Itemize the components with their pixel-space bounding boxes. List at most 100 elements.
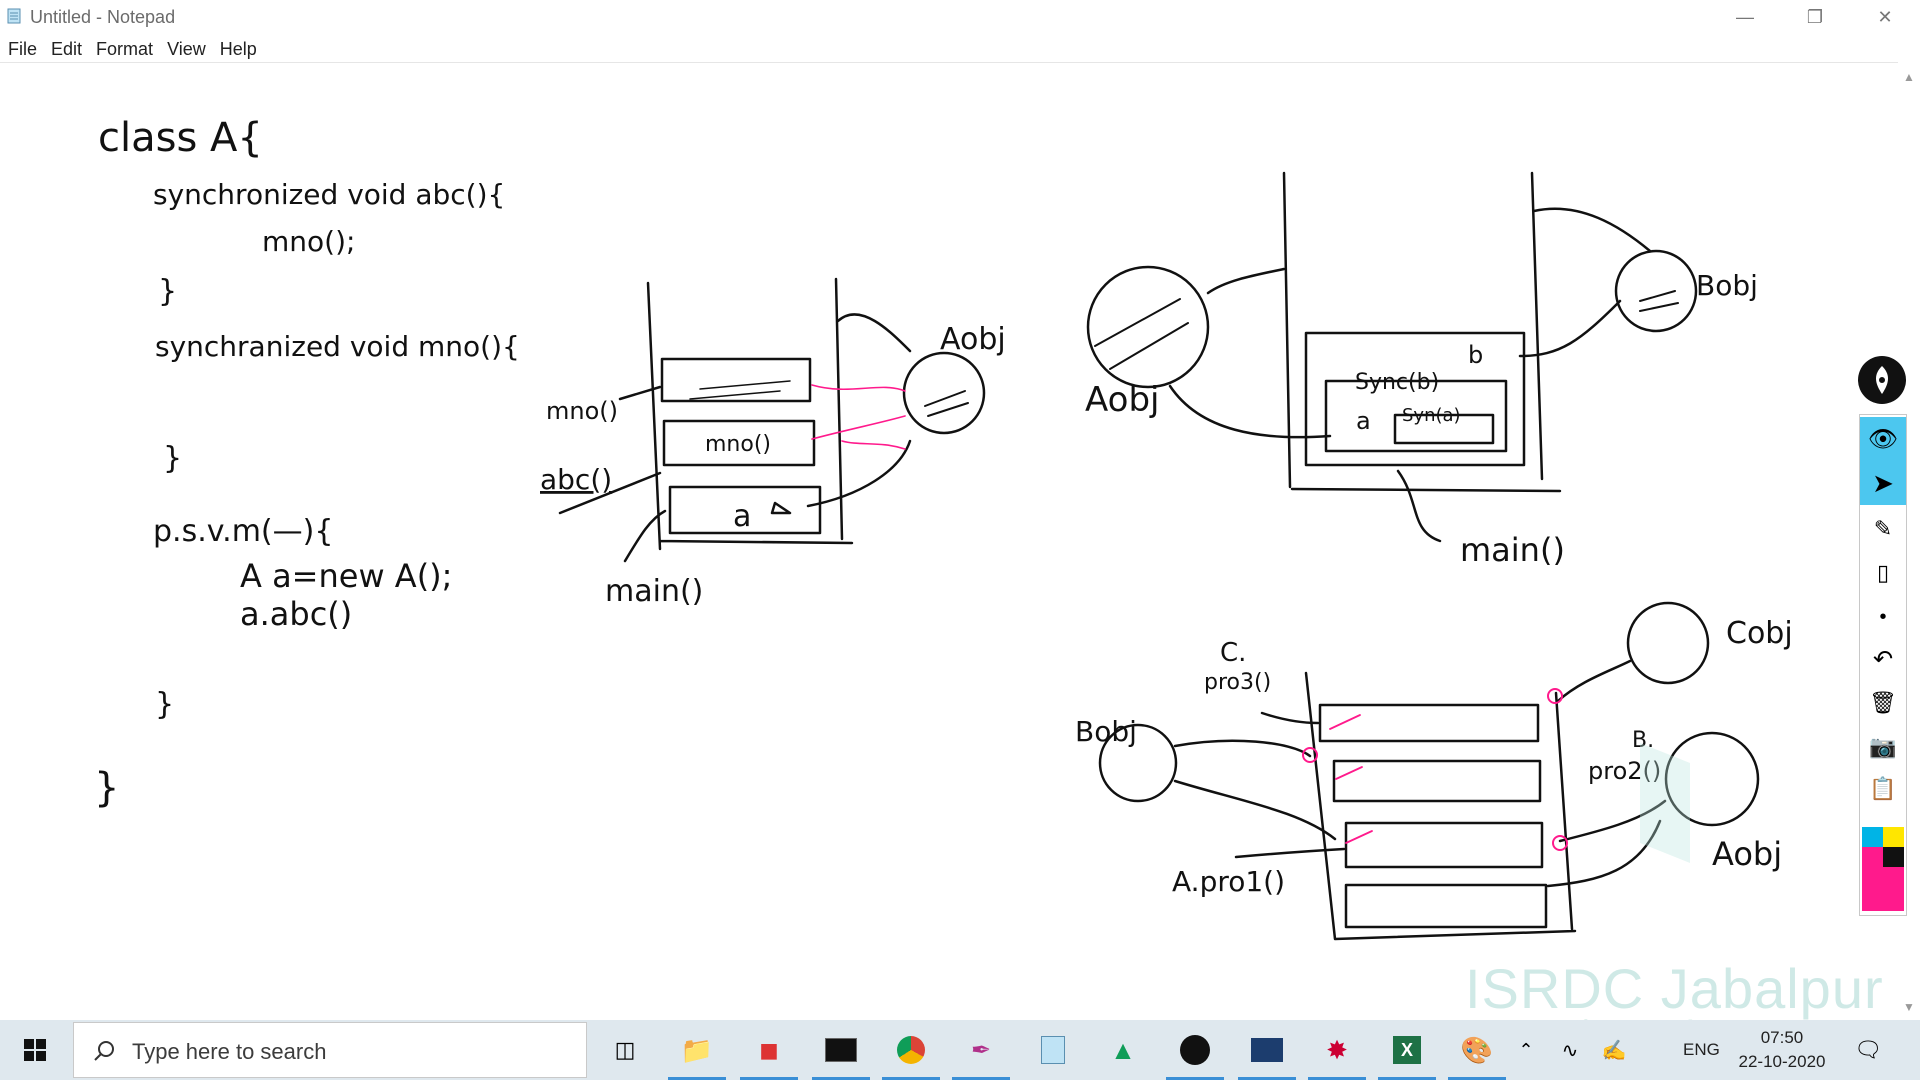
mysql-app[interactable] xyxy=(1232,1020,1302,1080)
menu-file[interactable]: File xyxy=(8,39,38,59)
task-view-button[interactable]: ◫ xyxy=(590,1020,660,1080)
clock-time: 07:50 xyxy=(1760,1028,1804,1047)
stack-diagram-1 xyxy=(558,277,986,563)
cmd-app[interactable] xyxy=(806,1020,876,1080)
input-language[interactable]: ENG xyxy=(1683,1040,1720,1059)
menu-view[interactable]: View xyxy=(167,39,206,59)
notepad-window: Untitled - Notepad — ❐ ✕ File Edit Forma… xyxy=(0,0,1920,1040)
undo-icon: ↶ xyxy=(1872,645,1894,673)
chrome-app[interactable] xyxy=(876,1020,946,1080)
pen-workspace-button[interactable]: ✍ xyxy=(1592,1020,1636,1080)
wifi-button[interactable]: ∿ xyxy=(1548,1020,1592,1080)
start-button[interactable] xyxy=(0,1020,70,1080)
drive-icon: ▲ xyxy=(1110,1034,1136,1065)
pen-nib-icon xyxy=(1876,366,1888,394)
label-c: C. xyxy=(1220,638,1246,668)
excel-app[interactable]: X xyxy=(1372,1020,1442,1080)
outer-ref-b: b xyxy=(1468,341,1483,369)
color-yellow[interactable] xyxy=(1883,827,1904,847)
ink-toolbar: 👁 ➤ ✎ ▯ • ↶ 🗑 📷 📋 xyxy=(1859,414,1907,916)
pointer-tool[interactable]: ➤ xyxy=(1860,461,1906,505)
taskbar-search[interactable]: Type here to search xyxy=(73,1022,587,1078)
menu-edit[interactable]: Edit xyxy=(51,39,83,59)
clock[interactable]: 07:50 22-10-2020 xyxy=(1730,1026,1834,1074)
file-explorer-app[interactable]: 📁 xyxy=(662,1020,732,1080)
code-line-2: synchronized void abc(){ xyxy=(153,178,505,211)
scroll-up-icon[interactable]: ▲ xyxy=(1903,70,1915,84)
camera-icon: 📷 xyxy=(1869,734,1897,759)
watermark-logo-icon xyxy=(1640,743,1690,863)
inner-ref-a: a xyxy=(1356,407,1371,435)
main-label-2: main() xyxy=(1460,531,1565,569)
eraser-icon: ▯ xyxy=(1876,560,1890,585)
drawing-canvas[interactable]: class A{ synchronized void abc(){ mno();… xyxy=(0,62,1898,1040)
object-aobj-2: Aobj xyxy=(1085,380,1160,420)
code-line-3: mno(); xyxy=(262,225,355,258)
close-button[interactable]: ✕ xyxy=(1850,0,1920,34)
title-bar[interactable]: Untitled - Notepad — ❐ ✕ xyxy=(0,0,1920,34)
minimize-button[interactable]: — xyxy=(1710,0,1780,34)
eye-tool[interactable]: 👁 xyxy=(1860,417,1906,461)
code-line-9: a.abc() xyxy=(240,595,352,633)
object-bobj-3: Bobj xyxy=(1075,715,1137,748)
paint-app[interactable]: ◼ xyxy=(734,1020,804,1080)
pen-app[interactable]: ✒ xyxy=(946,1020,1016,1080)
chevron-up-icon: ⌃ xyxy=(1518,1039,1534,1060)
windows-icon xyxy=(24,1039,46,1061)
screenshot-tool[interactable]: 📷 xyxy=(1860,725,1906,769)
color-black[interactable] xyxy=(1883,847,1904,867)
wifi-icon: ∿ xyxy=(1561,1039,1579,1062)
search-icon xyxy=(94,1041,114,1061)
object-aobj-1: Aobj xyxy=(940,322,1006,357)
clear-tool[interactable]: 🗑 xyxy=(1860,681,1906,725)
folder-icon: 📁 xyxy=(680,1034,714,1065)
highlighter-icon: ✎ xyxy=(1873,516,1893,541)
chrome-icon xyxy=(897,1036,925,1064)
cursor-icon: ➤ xyxy=(1872,467,1894,498)
search-placeholder: Type here to search xyxy=(132,1039,327,1064)
stack1-frame-mno: mno() xyxy=(705,432,771,457)
trash-icon: 🗑 xyxy=(1869,690,1897,715)
close-icon: ✕ xyxy=(1877,6,1893,27)
tray-overflow-button[interactable]: ⌃ xyxy=(1504,1020,1548,1080)
object-bobj-2: Bobj xyxy=(1696,269,1758,302)
eraser-tool[interactable]: ▯ xyxy=(1860,551,1906,595)
clipboard-icon: 📋 xyxy=(1869,776,1897,801)
colorful-icon: ✸ xyxy=(1326,1034,1348,1065)
code-line-11: } xyxy=(94,765,119,811)
scroll-down-icon[interactable]: ▼ xyxy=(1903,1000,1915,1014)
ink-pen-button[interactable] xyxy=(1858,356,1906,404)
watermark-title: ISRDC Jabalpur xyxy=(1465,957,1884,1020)
dot-tool[interactable]: • xyxy=(1860,595,1906,639)
google-drive-app[interactable]: ▲ xyxy=(1088,1020,1158,1080)
paint-icon: ◼ xyxy=(759,1036,779,1064)
media-app[interactable]: ✸ xyxy=(1302,1020,1372,1080)
label-pro2: pro2() xyxy=(1588,757,1661,785)
pen-workspace-icon: ✍ xyxy=(1601,1039,1627,1062)
code-line-5: synchranized void mno(){ xyxy=(155,330,520,363)
clipboard-tool[interactable]: 📋 xyxy=(1860,767,1906,811)
menu-help[interactable]: Help xyxy=(219,39,257,59)
label-pro3: pro3() xyxy=(1204,670,1271,695)
menu-format[interactable]: Format xyxy=(96,39,154,59)
code-line-1: class A{ xyxy=(98,115,263,161)
feather-icon: ✒ xyxy=(970,1036,992,1064)
paint3d-app[interactable]: 🎨 xyxy=(1442,1020,1512,1080)
dot-icon: • xyxy=(1879,605,1887,628)
color-cyan[interactable] xyxy=(1862,827,1883,847)
notepad-taskbar-app[interactable] xyxy=(1018,1020,1088,1080)
undo-tool[interactable]: ↶ xyxy=(1860,637,1906,681)
restore-button[interactable]: ❐ xyxy=(1780,0,1850,34)
notepad-icon xyxy=(7,8,21,24)
ink-drawing: class A{ synchronized void abc(){ mno();… xyxy=(94,115,1793,941)
notifications-button[interactable]: 🗨 xyxy=(1838,1020,1898,1080)
sync-b-label: Sync(b) xyxy=(1355,370,1439,395)
sync-diagram-2 xyxy=(1086,171,1698,543)
epic-pen-app[interactable] xyxy=(1160,1020,1230,1080)
object-cobj-3: Cobj xyxy=(1726,616,1793,651)
palette-icon: 🎨 xyxy=(1460,1034,1494,1065)
mysql-icon xyxy=(1251,1038,1283,1062)
highlighter-tool[interactable]: ✎ xyxy=(1860,507,1906,551)
excel-icon: X xyxy=(1393,1036,1421,1064)
arrow-label-abc: abc() xyxy=(540,463,612,496)
